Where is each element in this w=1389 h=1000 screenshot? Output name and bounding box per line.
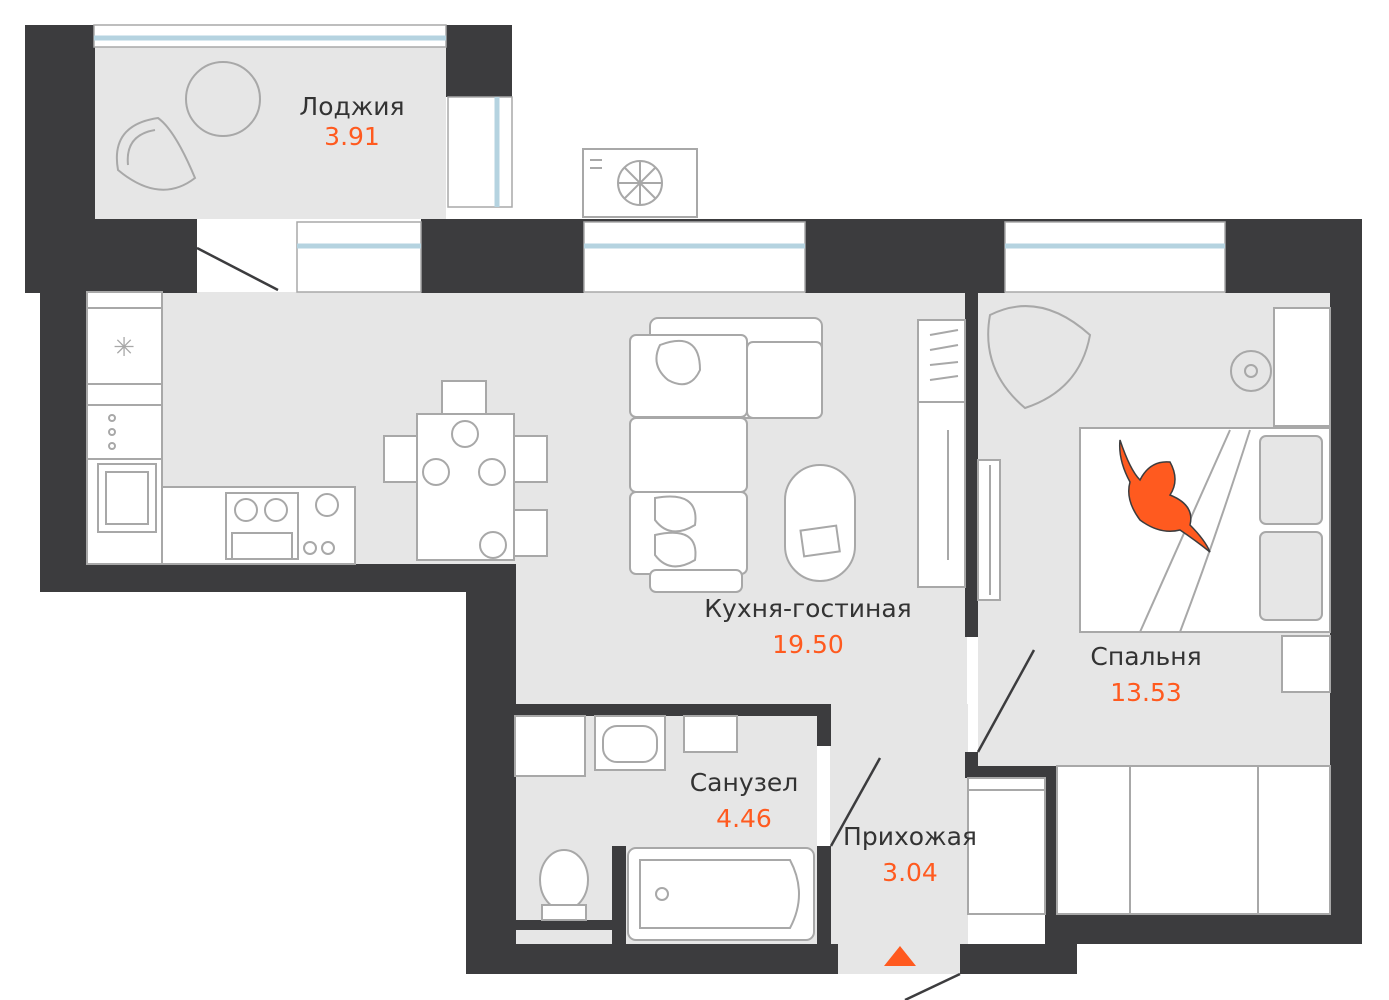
room-name: Лоджия <box>299 92 405 121</box>
top-wall-1 <box>421 219 584 293</box>
sofa <box>629 317 823 593</box>
entrance-door <box>904 972 961 1000</box>
coffee-table <box>784 464 856 582</box>
dining-table <box>416 413 515 561</box>
loggia-wall-top-left <box>25 25 95 47</box>
bedroom-armchair <box>987 305 1092 410</box>
toilet <box>539 849 589 911</box>
bedroom-shelf <box>1273 307 1331 427</box>
kitchen-window-1 <box>296 221 422 293</box>
room-name: Прихожая <box>843 822 977 851</box>
hall-wall-bottom-right <box>960 944 1077 974</box>
outer-wall-bottom-kitchen <box>40 564 515 592</box>
loggia-door <box>196 246 279 292</box>
entrance-arrow-icon <box>884 946 916 966</box>
bath-wall-right-top <box>817 704 831 746</box>
bath-wall-right-bottom <box>817 846 831 974</box>
kitchen-sink <box>97 463 157 533</box>
outer-wall-bottom-bath <box>466 944 838 974</box>
dining-chair-top <box>441 380 487 415</box>
bedroom-door <box>976 649 1036 753</box>
fridge <box>86 307 163 385</box>
hallway-wardrobe <box>967 777 1046 915</box>
room-area: 13.53 <box>1110 678 1182 707</box>
loggia-corner <box>25 219 197 293</box>
loggia-wall-top-right <box>446 25 512 97</box>
bath-inner-wall <box>612 846 626 944</box>
room-label-bathroom: Санузел 4.46 <box>690 768 799 834</box>
room-name: Спальня <box>1090 642 1202 671</box>
bath-toilet-wall <box>515 920 612 930</box>
room-name: Кухня-гостиная <box>704 594 912 623</box>
bedroom-window <box>1004 221 1226 293</box>
room-label-bedroom: Спальня 13.53 <box>1090 642 1201 708</box>
room-name: Санузел <box>689 768 799 797</box>
hall-wall-right <box>1045 766 1057 974</box>
dining-chair-right-2 <box>513 509 548 557</box>
dining-chair-right-1 <box>513 435 548 483</box>
room-label-hallway: Прихожая 3.04 <box>843 822 977 888</box>
bedroom-lamp <box>1230 350 1272 392</box>
room-label-loggia: Лоджия 3.91 <box>299 92 404 152</box>
bedroom-wardrobe <box>1056 765 1331 915</box>
room-area: 4.46 <box>716 804 772 833</box>
walls <box>25 25 1362 974</box>
partition-bedroom <box>965 292 978 637</box>
cat-icon <box>1118 439 1211 553</box>
room-label-kitchen-living: Кухня-гостиная 19.50 <box>704 594 911 660</box>
room-area: 3.04 <box>882 858 938 887</box>
top-wall-2 <box>805 219 1005 293</box>
room-area: 3.91 <box>324 122 380 151</box>
dining-chair-left <box>383 435 418 483</box>
loggia-table <box>185 61 261 137</box>
partition-wardrobe <box>965 766 1057 778</box>
room-area: 19.50 <box>772 630 844 659</box>
bedroom-dresser <box>1281 635 1331 693</box>
loggia-chair <box>115 116 197 191</box>
bed <box>1079 427 1331 633</box>
kitchen-window-2 <box>583 221 806 293</box>
water-heater <box>683 715 738 753</box>
tv-cabinet <box>917 401 966 588</box>
oven <box>86 404 163 460</box>
ac-unit <box>582 148 698 218</box>
outer-wall-left <box>40 292 88 592</box>
windows <box>93 24 1226 293</box>
furniture: ✳ <box>86 61 1331 941</box>
snowflake-icon: ✳ <box>113 333 135 363</box>
top-wall-thin <box>512 219 1362 225</box>
outer-wall-bottom-right <box>1045 914 1362 944</box>
kettle <box>315 493 339 517</box>
washer <box>514 715 586 777</box>
outer-wall-right <box>1330 219 1362 944</box>
outer-wall-step <box>466 564 516 974</box>
loggia-side-window <box>447 96 513 208</box>
doors <box>196 246 1036 1000</box>
bath-wall-top <box>515 704 831 716</box>
hallway-floor <box>830 704 968 974</box>
bathroom-door <box>829 757 882 847</box>
bathtub <box>627 847 815 941</box>
